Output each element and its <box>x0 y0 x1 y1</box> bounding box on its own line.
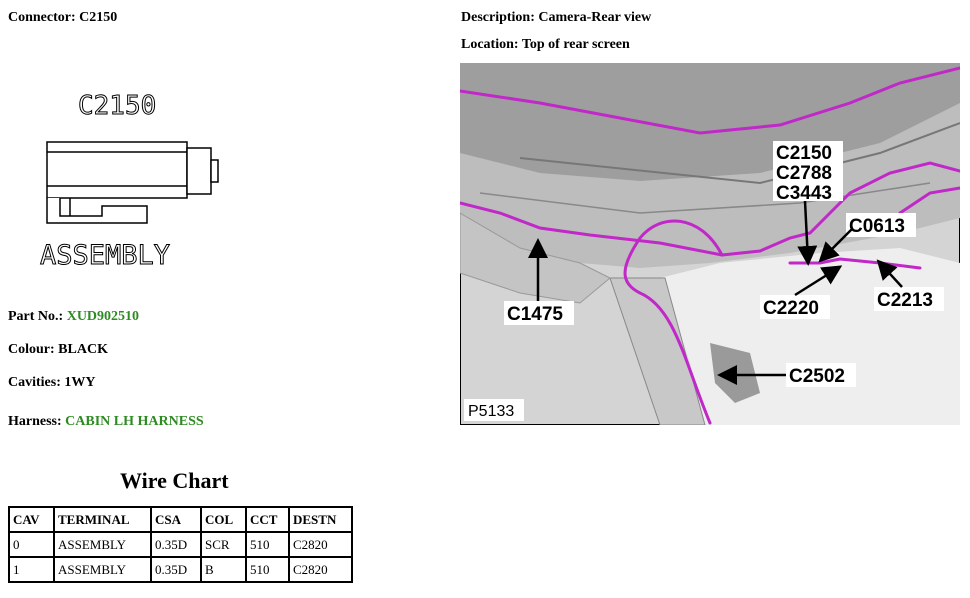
colour-field: Colour: BLACK <box>8 342 108 358</box>
header-cct: CCT <box>245 506 290 533</box>
colour-label: Colour: <box>8 342 55 357</box>
description-label: Description: <box>461 10 535 25</box>
callout-c2213: C2213 <box>877 290 933 311</box>
cell-cct: 510 <box>245 531 290 558</box>
photo-id: P5133 <box>468 403 514 420</box>
header-terminal: TERMINAL <box>53 506 152 533</box>
table-header-row: CAV TERMINAL CSA COL CCT DESTN <box>8 506 353 533</box>
callout-c3443: C3443 <box>776 183 832 204</box>
cavities-field: Cavities: 1WY <box>8 375 96 391</box>
connector-field: Connector: C2150 <box>8 10 117 26</box>
cell-terminal: ASSEMBLY <box>53 556 152 583</box>
header-cav: CAV <box>8 506 55 533</box>
colour-value: BLACK <box>58 342 108 357</box>
harness-link[interactable]: CABIN LH HARNESS <box>65 414 204 429</box>
part-no-link[interactable]: XUD902510 <box>66 309 140 324</box>
location-field: Location: Top of rear screen <box>461 37 630 53</box>
wire-chart-title: Wire Chart <box>120 468 229 493</box>
connector-value: C2150 <box>79 10 118 25</box>
header-destn: DESTN <box>288 506 353 533</box>
callout-arrows <box>528 200 903 385</box>
cell-csa: 0.35D <box>150 556 202 583</box>
cell-csa: 0.35D <box>150 531 202 558</box>
cell-destn: C2820 <box>288 531 353 558</box>
location-value: Top of rear screen <box>521 37 630 52</box>
table-row: 1 ASSEMBLY 0.35D B 510 C2820 <box>8 556 353 583</box>
callout-c2502: C2502 <box>789 366 845 387</box>
description-value: Camera-Rear view <box>538 10 652 25</box>
location-photo: C2150 C2788 C3443 C0613 C1475 C2220 C221… <box>460 63 960 425</box>
connector-label: Connector: <box>8 10 76 25</box>
cell-destn: C2820 <box>288 556 353 583</box>
callout-c2220: C2220 <box>763 298 819 319</box>
table-row: 0 ASSEMBLY 0.35D SCR 510 C2820 <box>8 531 353 558</box>
callout-c0613: C0613 <box>849 216 905 237</box>
cavities-label: Cavities: <box>8 375 61 390</box>
callout-c1475: C1475 <box>507 304 563 325</box>
drawing-caption: ASSEMBLY <box>40 240 170 271</box>
cavities-value: 1WY <box>64 375 96 390</box>
location-label: Location: <box>461 37 519 52</box>
cell-terminal: ASSEMBLY <box>53 531 152 558</box>
callout-c2788: C2788 <box>776 163 832 184</box>
cell-col: SCR <box>200 531 247 558</box>
part-no-field: Part No.: XUD902510 <box>8 309 139 325</box>
header-col: COL <box>200 506 247 533</box>
harness-field: Harness: CABIN LH HARNESS <box>8 414 204 430</box>
wire-chart-table: CAV TERMINAL CSA COL CCT DESTN 0 ASSEMBL… <box>8 506 353 583</box>
harness-label: Harness: <box>8 414 62 429</box>
connector-drawing: C2150 ASSEMBLY <box>40 91 219 272</box>
header-csa: CSA <box>150 506 202 533</box>
cell-cav: 0 <box>8 531 55 558</box>
callout-c2150: C2150 <box>776 143 832 164</box>
connector-body <box>46 141 219 224</box>
cell-cct: 510 <box>245 556 290 583</box>
drawing-title: C2150 <box>78 91 156 121</box>
cell-cav: 1 <box>8 556 55 583</box>
part-no-label: Part No.: <box>8 309 64 324</box>
cell-col: B <box>200 556 247 583</box>
description-field: Description: Camera-Rear view <box>461 10 651 26</box>
